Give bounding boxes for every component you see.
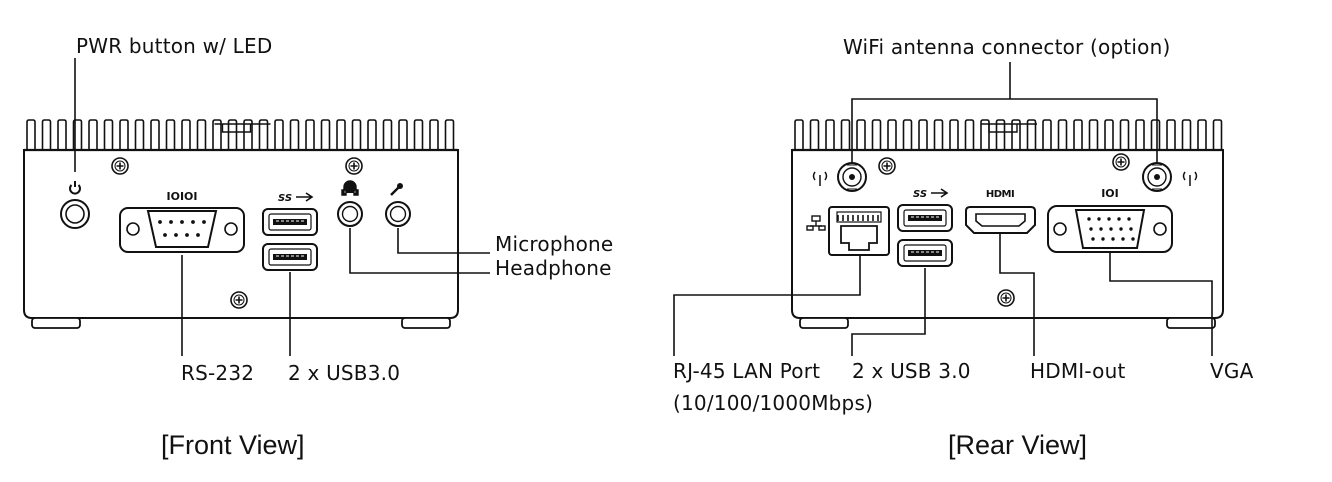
rear-usb-label: 2 x USB 3.0 <box>852 359 971 383</box>
front-foot-right <box>401 317 451 329</box>
rear-foot-left <box>799 317 849 329</box>
antenna-connector-right <box>1142 162 1172 192</box>
rear-view-caption: [Rear View] <box>948 430 1088 460</box>
headphone-jack <box>337 201 363 227</box>
usb-port-top <box>262 208 318 236</box>
power-icon <box>69 181 81 195</box>
antenna-icon <box>812 171 828 186</box>
microphone-label: Microphone <box>495 232 614 256</box>
screw-icon <box>345 157 363 175</box>
screw-icon <box>997 289 1015 307</box>
screw-icon <box>111 157 129 175</box>
headphone-label: Headphone <box>495 256 612 280</box>
rear-view-device: SS HDMI IOI <box>791 119 1224 329</box>
front-view-caption: [Front View] <box>161 430 305 460</box>
serial-icon: IOIOI <box>167 190 198 203</box>
lan-port-label: RJ-45 LAN Port <box>673 359 821 383</box>
network-icon <box>806 215 826 231</box>
hdmi-icon: HDMI <box>986 189 1014 200</box>
usb-port-bottom <box>897 239 953 267</box>
microphone-jack <box>385 201 411 227</box>
vga-label: VGA <box>1210 359 1254 383</box>
power-button <box>60 199 90 229</box>
usb-ss-icon: SS <box>278 193 292 204</box>
rj45-lan-port <box>828 206 890 256</box>
antenna-icon <box>1182 171 1198 186</box>
pwr-button-label: PWR button w/ LED <box>76 34 273 58</box>
lan-speed-label: (10/100/1000Mbps) <box>673 391 874 415</box>
front-heatsink-fins <box>26 119 455 150</box>
vga-icon: IOI <box>1101 187 1119 200</box>
hdmi-out-label: HDMI-out <box>1030 359 1126 383</box>
heatsink-logo-mark <box>214 123 271 133</box>
front-foot-left <box>31 317 81 329</box>
front-view-device: IOIOI SS <box>23 119 459 329</box>
usb-trident-icon <box>931 188 949 198</box>
front-callout-lines <box>74 58 490 356</box>
usb-ss-icon: SS <box>913 189 927 200</box>
usb-port-top <box>897 204 953 232</box>
screw-icon <box>878 157 896 175</box>
screw-icon <box>230 291 248 309</box>
usb-trident-icon <box>296 192 314 202</box>
rear-foot-right <box>1166 317 1216 329</box>
rs232-port <box>119 207 245 253</box>
microphone-icon <box>390 186 400 196</box>
rear-callout-lines <box>673 62 1213 356</box>
heatsink-logo-mark <box>981 123 1037 133</box>
hdmi-port <box>965 206 1036 234</box>
vga-port <box>1047 205 1173 253</box>
wifi-antenna-label: WiFi antenna connector (option) <box>843 35 1171 59</box>
heatsink-fin <box>794 119 1223 150</box>
rs232-label: RS-232 <box>181 361 255 385</box>
usb-port-bottom <box>262 243 318 271</box>
rear-heatsink-fins <box>794 119 1223 150</box>
front-usb-label: 2 x USB3.0 <box>288 361 401 385</box>
heatsink-fin <box>26 119 455 150</box>
screw-icon <box>1112 153 1130 171</box>
antenna-connector-left <box>837 162 867 192</box>
headphone-icon <box>341 180 359 196</box>
